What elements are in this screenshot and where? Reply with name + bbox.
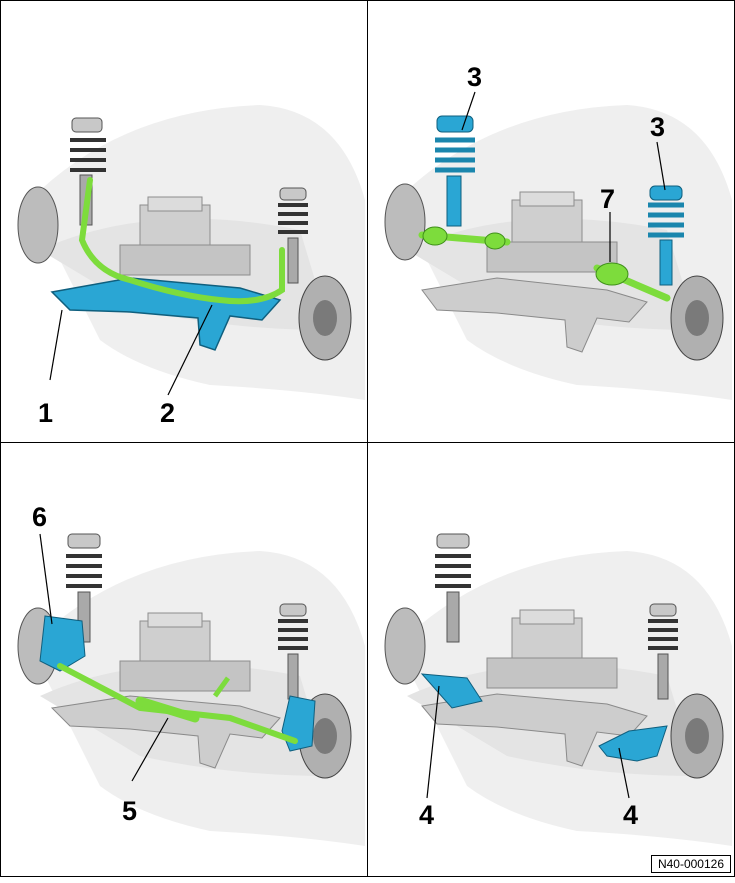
spring-strut-icon <box>435 115 475 227</box>
callout-label: 3 <box>650 112 666 142</box>
panel-divider-vertical <box>367 1 368 876</box>
panel-struts-driveshaft: 3 3 7 <box>367 0 733 441</box>
brake-disc-icon <box>17 186 59 264</box>
callout-label: 4 <box>623 800 639 830</box>
spring-strut-icon <box>66 533 102 643</box>
panel-subframe-stabilizer: 1 2 <box>0 0 366 441</box>
spring-strut-icon <box>435 533 471 643</box>
callout-label: 1 <box>38 398 54 428</box>
callout-label: 3 <box>467 62 483 92</box>
callout-label: 2 <box>160 398 176 428</box>
panel-control-arms: 4 4 <box>367 442 733 883</box>
spring-strut-icon <box>648 185 684 286</box>
callout-label: 5 <box>122 796 138 826</box>
spring-strut-icon <box>278 187 308 284</box>
callout-label: 7 <box>600 184 616 214</box>
brake-disc-icon <box>384 183 426 261</box>
suspension-illustration-1 <box>17 105 365 400</box>
figure-id-badge: N40-000126 <box>650 855 731 873</box>
spring-strut-icon <box>648 603 678 700</box>
brake-disc-icon <box>384 607 426 685</box>
engine-block-icon <box>486 609 618 689</box>
engine-block-icon <box>486 191 618 273</box>
panel-tierods-steering: 6 5 <box>0 442 366 883</box>
suspension-illustration-2 <box>384 91 732 400</box>
subframe-icon <box>50 277 282 351</box>
callout-label: 4 <box>419 800 435 830</box>
suspension-illustration-3 <box>17 533 365 846</box>
suspension-illustration-4 <box>384 533 732 846</box>
engine-block-icon <box>119 612 251 692</box>
panel-divider-horizontal <box>1 442 734 443</box>
engine-block-icon <box>119 196 251 276</box>
callout-label: 6 <box>32 502 48 532</box>
spring-strut-icon <box>278 603 308 700</box>
